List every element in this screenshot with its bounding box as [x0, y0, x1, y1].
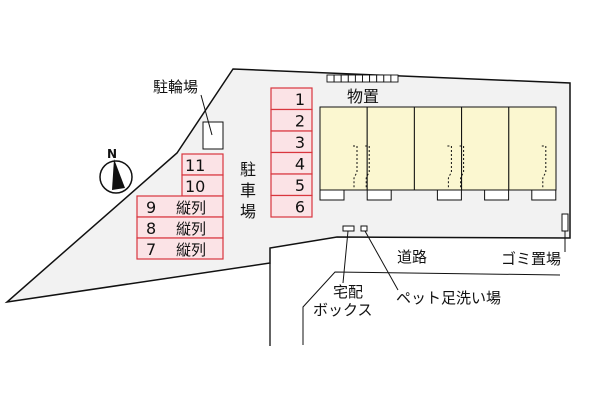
stairs-outline — [541, 145, 547, 189]
parking-space-number: 7 — [146, 240, 156, 259]
parking-space-note: 縦列 — [176, 241, 206, 259]
parking-space: 1 — [270, 87, 313, 111]
apartment-unit — [366, 106, 415, 191]
garbage-label: ゴミ置場 — [501, 250, 561, 268]
parking-space-note: 縦列 — [176, 199, 206, 217]
parking-space: 11 — [181, 153, 224, 176]
parking-label-3: 場 — [240, 202, 256, 221]
balcony — [484, 189, 510, 201]
storage-cell — [326, 74, 335, 83]
storage-cell — [390, 74, 399, 83]
apartment-unit — [319, 106, 368, 191]
delivery-box-label-2: ボックス — [313, 301, 373, 319]
parking-right: 1 2 3 4 5 6 — [270, 87, 313, 218]
road-label: 道路 — [397, 248, 427, 266]
storage-units — [326, 74, 399, 83]
apartment-unit — [413, 106, 463, 191]
stairs-outline — [353, 145, 358, 189]
pet-wash-area — [360, 225, 368, 232]
parking-space-number: 3 — [295, 133, 305, 152]
stairs-outline — [459, 145, 465, 189]
building — [319, 106, 557, 201]
storage-cell — [347, 74, 356, 83]
garbage-area — [561, 213, 569, 232]
bicycle-parking-label: 駐輪場 — [153, 78, 198, 96]
delivery-box-label-1: 宅配 — [333, 283, 363, 301]
parking-space-number: 2 — [295, 112, 305, 131]
north-arrow-icon — [112, 159, 125, 190]
delivery-box-pointer — [342, 230, 349, 284]
pet-wash-pointer — [364, 230, 399, 291]
storage-cell — [362, 74, 371, 83]
north-label: N — [107, 147, 117, 161]
parking-space: 6 — [270, 194, 313, 218]
parking-space-number: 1 — [295, 90, 305, 109]
storage-cell — [376, 74, 385, 83]
storage-label: 物置 — [347, 87, 379, 106]
storage-cell — [340, 74, 349, 83]
parking-space-number: 8 — [146, 219, 156, 238]
compass: N — [99, 147, 133, 194]
parking-label-2: 車 — [240, 181, 256, 200]
parking-space: 4 — [270, 151, 313, 175]
parking-space: 9 縦列 — [136, 195, 224, 218]
parking-space: 2 — [270, 108, 313, 132]
parking-space-number: 10 — [185, 177, 205, 196]
stairs-outline — [447, 145, 452, 189]
parking-label-1: 駐 — [240, 160, 256, 179]
apartment-unit — [461, 106, 510, 191]
parking-space-number: 9 — [146, 198, 156, 217]
road-edge — [302, 271, 561, 345]
parking-space: 8 縦列 — [136, 216, 224, 239]
balcony — [366, 189, 392, 201]
bicycle-parking-pointer — [200, 94, 213, 136]
storage-cell — [333, 74, 342, 83]
balcony — [531, 189, 557, 201]
parking-space-note: 縦列 — [176, 220, 206, 238]
parking-space: 5 — [270, 173, 313, 197]
parking-space-number: 4 — [295, 155, 305, 174]
apartment-unit — [508, 106, 557, 191]
parking-space-number: 6 — [295, 198, 305, 217]
parking-space-number: 11 — [185, 156, 205, 175]
parking-space: 10 — [181, 174, 224, 197]
balcony — [436, 189, 462, 201]
parking-space: 7 縦列 — [136, 237, 224, 260]
storage-cell — [383, 74, 392, 83]
parking-left: 11 10 9 縦列 8 縦列 7 縦列 — [136, 153, 224, 260]
pet-wash-label: ペット足洗い場 — [396, 289, 501, 307]
bicycle-parking — [202, 121, 224, 150]
storage-cell — [354, 74, 363, 83]
balcony — [319, 189, 345, 201]
storage-cell — [369, 74, 378, 83]
parking-space: 3 — [270, 130, 313, 154]
stairs-outline — [365, 145, 370, 189]
delivery-box — [342, 225, 355, 232]
parking-space-number: 5 — [295, 176, 305, 195]
